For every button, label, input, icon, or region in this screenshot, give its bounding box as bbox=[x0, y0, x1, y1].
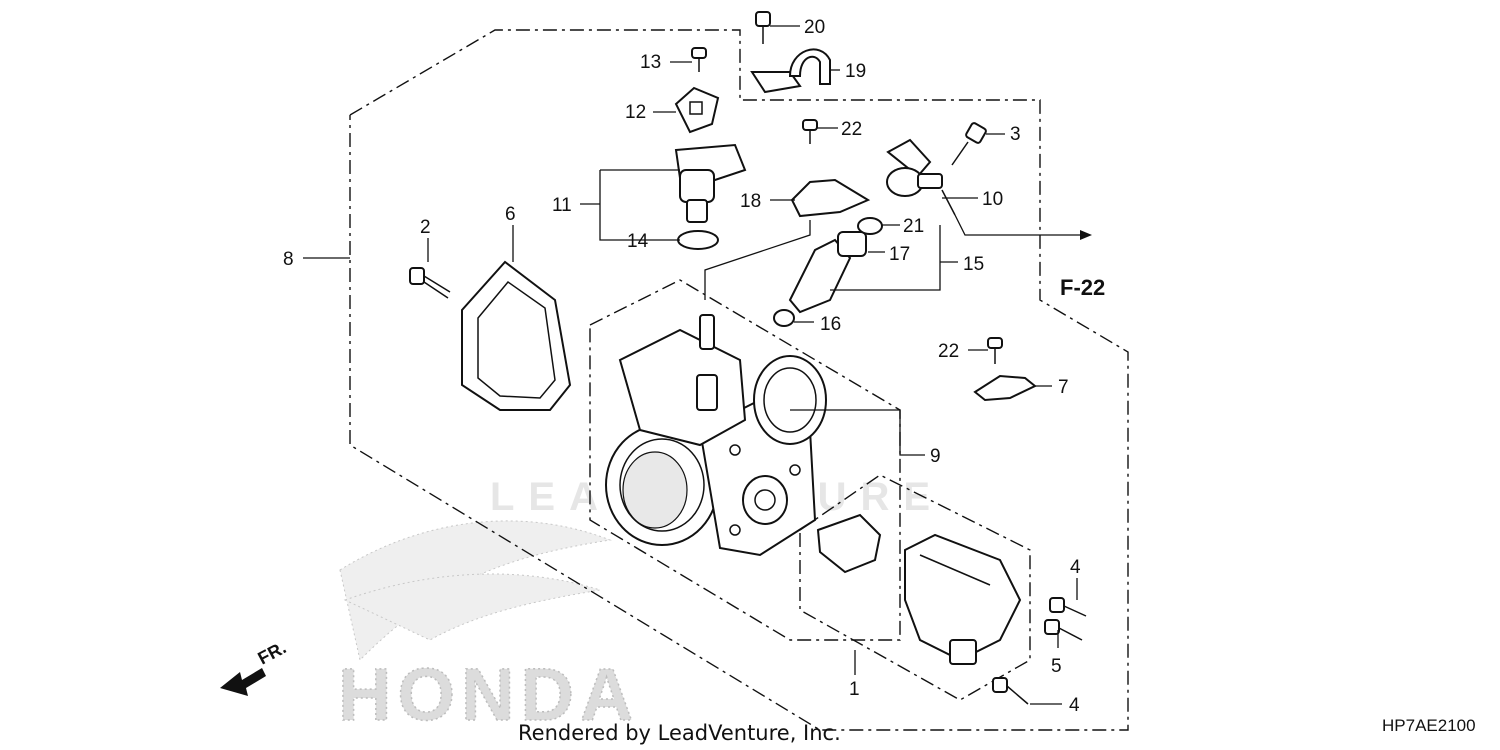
o-ring-part-21 bbox=[857, 217, 883, 235]
seal-part-17 bbox=[837, 231, 867, 257]
callout-9: 9 bbox=[930, 446, 941, 467]
bolt-part-4-lower bbox=[992, 677, 1029, 705]
bolt-part-3 bbox=[951, 122, 987, 166]
callout-16: 16 bbox=[820, 314, 841, 335]
leader-lines bbox=[303, 25, 1092, 705]
sensor-part-10 bbox=[886, 138, 956, 216]
callout-4-lower: 4 bbox=[1069, 695, 1080, 716]
callout-14: 14 bbox=[627, 231, 649, 252]
bolt-part-20 bbox=[755, 11, 771, 44]
callout-18: 18 bbox=[740, 191, 761, 212]
assembly-outline-9 bbox=[589, 279, 901, 641]
front-arrow-icon bbox=[220, 668, 266, 696]
callout-22-lower: 22 bbox=[938, 341, 959, 362]
callout-2: 2 bbox=[420, 217, 431, 238]
callout-1: 1 bbox=[849, 679, 860, 700]
bolt-part-5 bbox=[1044, 619, 1083, 641]
cover-part-6 bbox=[461, 260, 572, 411]
callout-21: 21 bbox=[903, 216, 924, 237]
callout-8: 8 bbox=[283, 249, 294, 270]
plate-part-12 bbox=[674, 86, 720, 134]
callout-11: 11 bbox=[552, 195, 572, 216]
screw-part-22-upper bbox=[802, 119, 818, 144]
callout-4-upper: 4 bbox=[1070, 557, 1081, 578]
callout-19: 19 bbox=[845, 61, 866, 82]
callout-13: 13 bbox=[640, 52, 661, 73]
honda-brand-watermark: HONDA bbox=[338, 653, 639, 736]
assembly-outline-8 bbox=[349, 29, 1129, 731]
throttle-body bbox=[605, 314, 827, 557]
callout-7: 7 bbox=[1058, 377, 1069, 398]
callout-17: 17 bbox=[889, 244, 910, 265]
reference-f22: F-22 bbox=[1060, 275, 1105, 300]
screw-part-22-lower bbox=[987, 337, 1003, 364]
callout-3: 3 bbox=[1010, 124, 1021, 145]
callout-15: 15 bbox=[963, 254, 984, 275]
o-ring-part-16 bbox=[773, 309, 795, 327]
bolt-part-4-upper bbox=[1049, 597, 1087, 617]
honda-wing-watermark bbox=[339, 520, 612, 661]
tps-sensor-part-1 bbox=[904, 533, 1022, 665]
render-credit: Rendered by LeadVenture, Inc. bbox=[518, 721, 841, 745]
callout-10: 10 bbox=[982, 189, 1003, 210]
clamp-part-19 bbox=[750, 48, 831, 94]
front-label: FR. bbox=[254, 637, 289, 668]
diagram-code: HP7AE2100 bbox=[1382, 716, 1476, 735]
screw-part-2 bbox=[409, 267, 451, 299]
screw-part-13 bbox=[691, 47, 707, 72]
plate-part-7 bbox=[973, 374, 1037, 402]
callout-5: 5 bbox=[1051, 656, 1062, 677]
sensor-part-11 bbox=[674, 143, 747, 223]
injector-part-15 bbox=[773, 217, 883, 327]
callout-12: 12 bbox=[625, 102, 646, 123]
gasket-part-1 bbox=[816, 513, 882, 574]
callout-20: 20 bbox=[804, 17, 825, 38]
bracket-part-18 bbox=[790, 178, 871, 218]
callout-6: 6 bbox=[505, 204, 516, 225]
callout-22-upper: 22 bbox=[841, 119, 862, 140]
o-ring-part-14 bbox=[677, 230, 719, 250]
